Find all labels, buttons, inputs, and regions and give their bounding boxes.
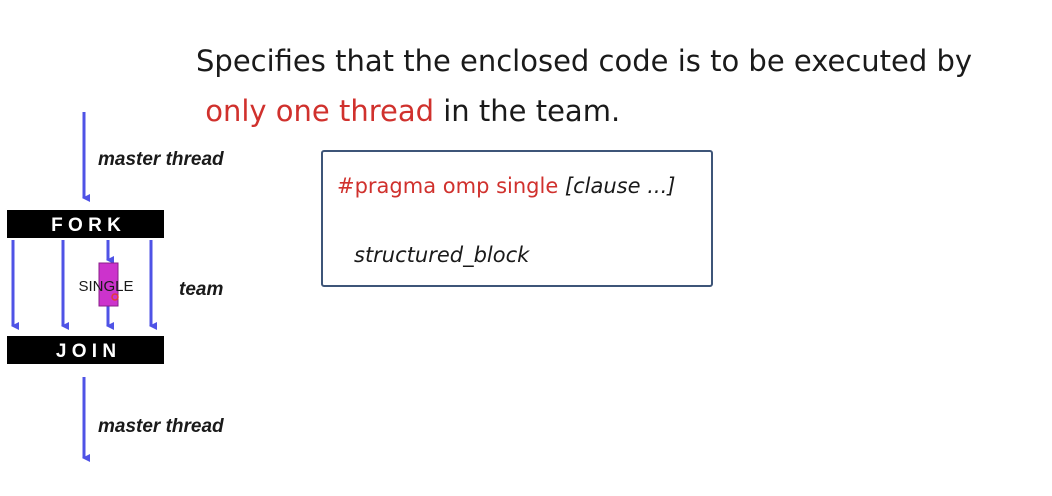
headline-line-1: Specifies that the enclosed code is to b… — [196, 44, 973, 78]
join-label: J O I N — [56, 341, 116, 362]
master-thread-label-top: master thread — [98, 149, 224, 170]
pragma-line: #pragma omp single [clause ...] — [337, 174, 675, 198]
join-bar — [7, 336, 164, 364]
team-label: team — [179, 279, 223, 300]
headline: Specifies that the enclosed code is to b… — [196, 36, 1046, 136]
single-label: SINGLE — [78, 278, 133, 295]
headline-highlight: only one thread — [205, 94, 435, 128]
headline-line-2: only one thread in the team. — [196, 86, 1046, 136]
single-marker — [111, 293, 119, 301]
fork-join-diagram: master thread F O R K SINGLE team J O I … — [7, 112, 224, 462]
fork-label: F O R K — [51, 215, 121, 236]
master-thread-label-bottom: master thread — [98, 416, 224, 437]
pragma-directive: #pragma omp single — [337, 174, 559, 198]
fork-bar — [7, 210, 164, 238]
headline-rest: in the team. — [434, 94, 621, 128]
pragma-clause: [clause ...] — [558, 174, 676, 198]
structured-block-text: structured_block — [354, 243, 530, 267]
code-syntax-box: #pragma omp single [clause ...] structur… — [321, 150, 713, 287]
